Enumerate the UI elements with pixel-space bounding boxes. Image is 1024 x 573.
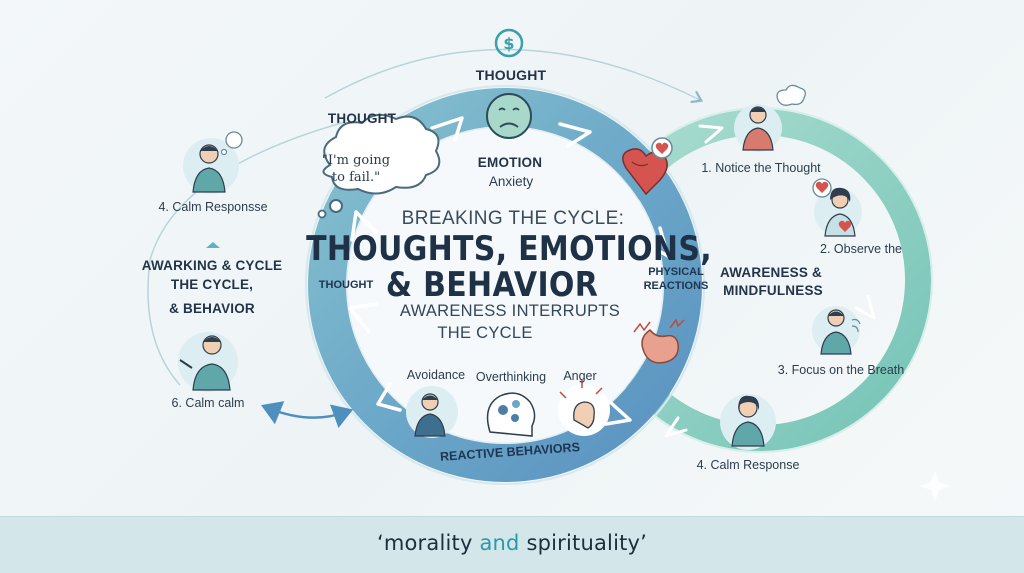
- awareness-title2: MINDFULNESS: [723, 283, 823, 298]
- emotion-title: EMOTION: [477, 155, 543, 170]
- up-triangle-icon: [206, 242, 220, 248]
- ring-label-left: THOUGHT: [318, 279, 374, 291]
- avatar-notice-thought: [734, 84, 806, 152]
- center-subtitle2: THE CYCLE: [437, 324, 533, 342]
- center-title-top: BREAKING THE CYCLE:: [401, 208, 625, 229]
- dollar-circle-logo: $: [494, 28, 524, 58]
- footer-word-spirituality: spirituality: [519, 531, 641, 555]
- left-header3: & BEHAVIOR: [169, 301, 255, 316]
- step-notice: 1. Notice the Thought: [701, 161, 821, 175]
- behavior-avoidance: Avoidance: [406, 368, 466, 382]
- step-breath: 3. Focus on the Breath: [777, 363, 905, 377]
- thought-bubble-cloud: [317, 113, 441, 219]
- left-header1: AWARKING & CYCLE: [141, 258, 283, 273]
- avatar-person-top-left: [183, 131, 243, 194]
- footer-quote-close: ’: [640, 531, 648, 555]
- ring-label-right1: PHYSICAL: [648, 266, 704, 278]
- footer-word-and: and: [479, 531, 520, 555]
- heart-speech-icon: [651, 137, 673, 159]
- ring-label-right2: REACTIONS: [643, 280, 709, 292]
- avatar-observe: [812, 178, 862, 237]
- step-observe: 2. Observe the: [820, 242, 902, 256]
- thought-bubble-text: "I'm going to fail.": [322, 152, 390, 186]
- behavior-overthinking: Overthinking: [475, 370, 547, 384]
- left-thought-header: THOUGHT: [327, 111, 397, 126]
- bidirectional-arrow: [261, 401, 354, 428]
- fist-icon: [558, 380, 610, 436]
- footer-quote-open: ‘: [376, 531, 384, 555]
- avatar-avoidance: [406, 386, 458, 438]
- sad-face-icon: [486, 93, 532, 139]
- top-thought-label: THOUGHT: [475, 67, 547, 83]
- stomach-icon: [633, 318, 685, 364]
- sparkle-icon: [919, 470, 951, 502]
- avatar-calm-response: [720, 394, 776, 450]
- left-calm-calm: 6. Calm calm: [171, 396, 245, 410]
- left-calm-response: 4. Calm Responsse: [158, 200, 268, 214]
- center-title-main1: THOUGHTS, EMOTIONS,: [306, 229, 712, 270]
- heart-organ-icon: [622, 148, 668, 196]
- svg-text:$: $: [503, 34, 514, 53]
- avatar-breath: [812, 306, 861, 355]
- gears-head-icon: [486, 392, 536, 437]
- thought-bubble-line1: "I'm going: [321, 153, 391, 168]
- awareness-title1: AWARENESS &: [720, 265, 822, 280]
- left-header2: THE CYCLE,: [170, 277, 254, 292]
- footer-word-morality: morality: [383, 531, 480, 555]
- footer-brand-text: ‘morality and spirituality’: [377, 531, 647, 555]
- footer-bar: ‘morality and spirituality’: [0, 516, 1024, 573]
- awareness-flow-arrows: [664, 124, 876, 438]
- avatar-person-bottom-left: [178, 332, 238, 392]
- top-connector-arc: [324, 48, 704, 104]
- behavior-anger: Anger: [563, 369, 597, 383]
- emotion-value: Anxiety: [488, 174, 534, 189]
- thought-bubble-line2: to fail.": [331, 170, 381, 185]
- center-title-main2: & BEHAVIOR: [385, 265, 599, 306]
- outer-cycle-arc: [147, 121, 346, 386]
- center-subtitle1: AWARENESS INTERRUPTS: [399, 302, 621, 320]
- step-calm-response: 4. Calm Response: [696, 458, 800, 472]
- ring-flow-arrows: [348, 116, 670, 426]
